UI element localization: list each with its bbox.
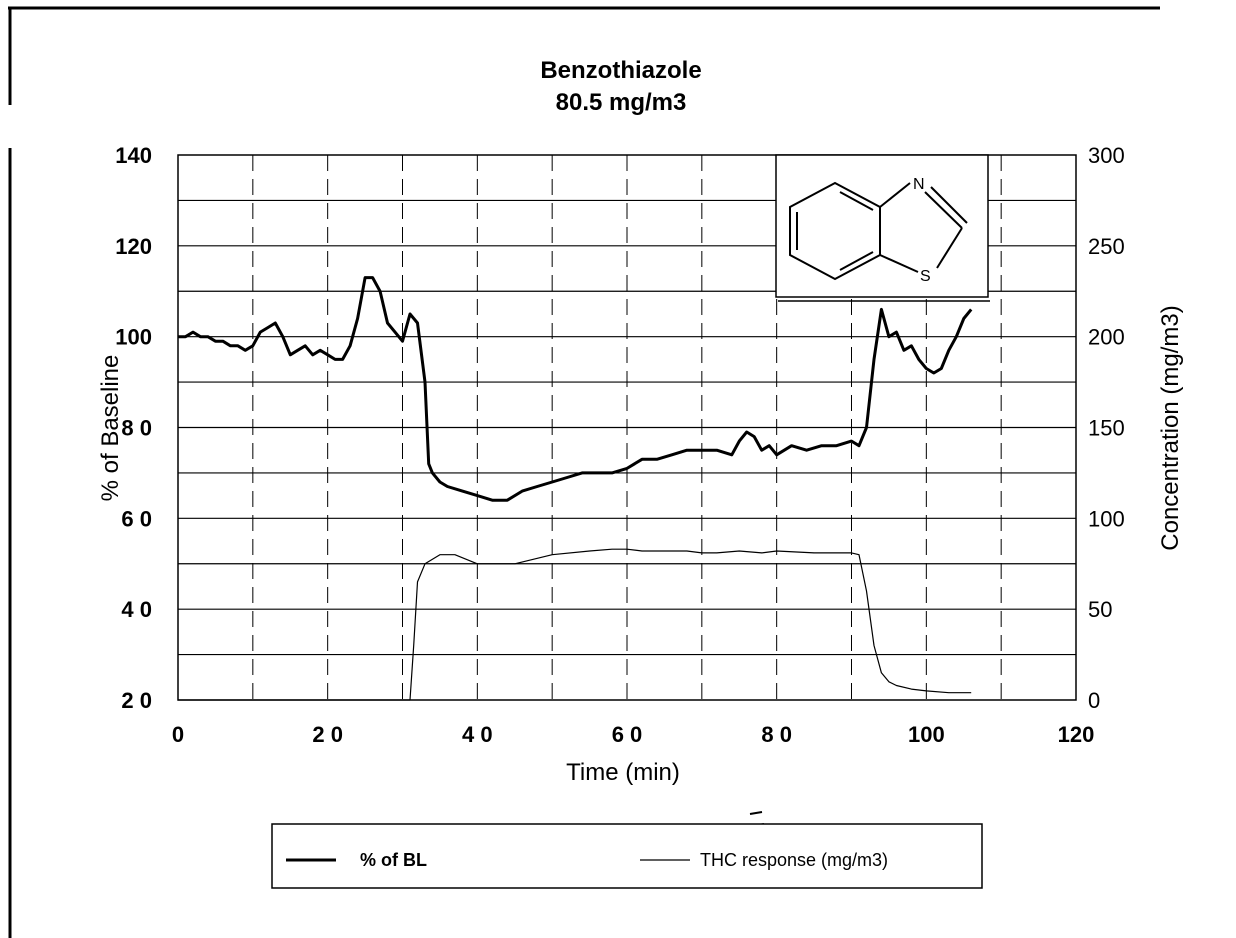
series-line-pct-bl [178, 276, 973, 502]
axes: 0 2 0 4 0 6 0 8 0 100 120 2 0 4 0 6 0 8 0 100 120 140… [115, 143, 1124, 747]
legend-label-pct-bl: % of BL [360, 850, 427, 870]
x-tick-label: 4 0 [462, 722, 493, 747]
structure-label-n: N [913, 176, 925, 193]
x-tick-label: 8 0 [761, 722, 792, 747]
y-tick-label: 120 [115, 234, 152, 259]
y-tick-label: 4 0 [121, 597, 152, 622]
chart-subtitle: 80.5 mg/m3 [556, 89, 687, 116]
y2-tick-label: 200 [1088, 325, 1125, 350]
structure-box [775, 154, 989, 298]
legend-box [271, 823, 983, 889]
chart-title: Benzothiazole [540, 57, 701, 84]
series-line-thc [178, 548, 972, 701]
x-tick-label: 100 [908, 722, 945, 747]
y-tick-label: 8 0 [121, 416, 152, 441]
structure-label-s: S [920, 268, 931, 285]
y2-tick-label: 150 [1088, 416, 1125, 441]
y-axis-label: % of Baseline [97, 355, 124, 502]
y-tick-label: 140 [115, 143, 152, 168]
y-tick-label: 2 0 [121, 688, 152, 713]
y2-tick-label: 300 [1088, 143, 1125, 168]
legend: % of BL THC response (mg/m3) [271, 823, 983, 889]
grid [178, 155, 1076, 700]
y2-tick-label: 250 [1088, 234, 1125, 259]
y2-tick-label: 50 [1088, 597, 1112, 622]
legend-label-thc: THC response (mg/m3) [700, 850, 888, 870]
y-tick-label: 6 0 [121, 506, 152, 531]
x-tick-label: 0 [172, 722, 184, 747]
x-axis-label: Time (min) [566, 759, 680, 786]
benzothiazole-structure-icon [789, 181, 968, 281]
structure-inset: N S [775, 154, 990, 302]
y-tick-label: 100 [115, 325, 152, 350]
y2-tick-label: 100 [1088, 506, 1125, 531]
x-tick-label: 6 0 [612, 722, 643, 747]
series-group [178, 276, 973, 701]
y2-tick-label: 0 [1088, 688, 1100, 713]
x-tick-label: 2 0 [312, 722, 343, 747]
x-tick-label: 120 [1058, 722, 1095, 747]
y2-axis-label: Concentration (mg/m3) [1157, 305, 1184, 550]
